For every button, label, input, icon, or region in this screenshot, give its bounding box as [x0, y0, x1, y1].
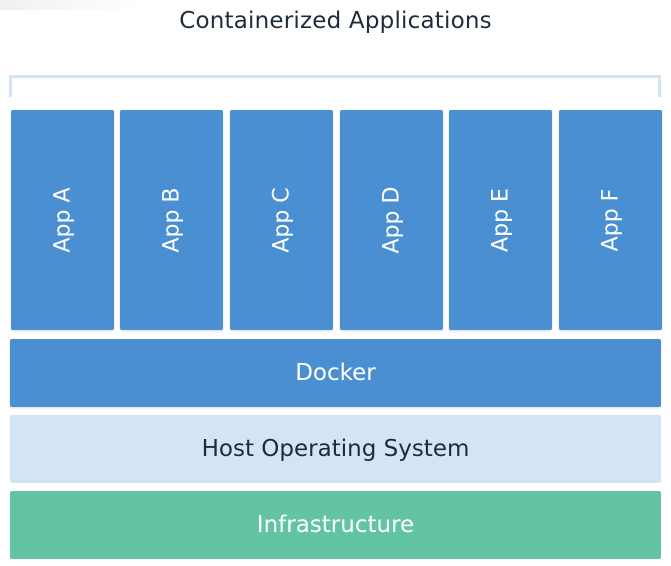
app-box-b: App B — [120, 110, 223, 330]
diagram-title: Containerized Applications — [179, 8, 492, 34]
app-box-c: App C — [230, 110, 333, 330]
host-os-label: Host Operating System — [201, 436, 470, 462]
app-label: App C — [269, 187, 294, 253]
app-label: App A — [50, 187, 75, 253]
infrastructure-label: Infrastructure — [256, 512, 415, 538]
app-label: App F — [598, 188, 623, 252]
host-os-layer: Host Operating System — [10, 415, 661, 483]
app-label: App E — [488, 188, 513, 252]
app-box-f: App F — [559, 110, 662, 330]
corner-fade — [0, 0, 140, 10]
docker-layer: Docker — [10, 339, 661, 407]
app-box-d: App D — [340, 110, 443, 330]
apps-bracket — [9, 75, 661, 97]
app-box-a: App A — [11, 110, 114, 330]
docker-label: Docker — [295, 360, 376, 386]
app-label: App D — [379, 186, 404, 254]
app-label: App B — [159, 187, 184, 253]
infrastructure-layer: Infrastructure — [10, 491, 661, 559]
app-box-e: App E — [449, 110, 552, 330]
